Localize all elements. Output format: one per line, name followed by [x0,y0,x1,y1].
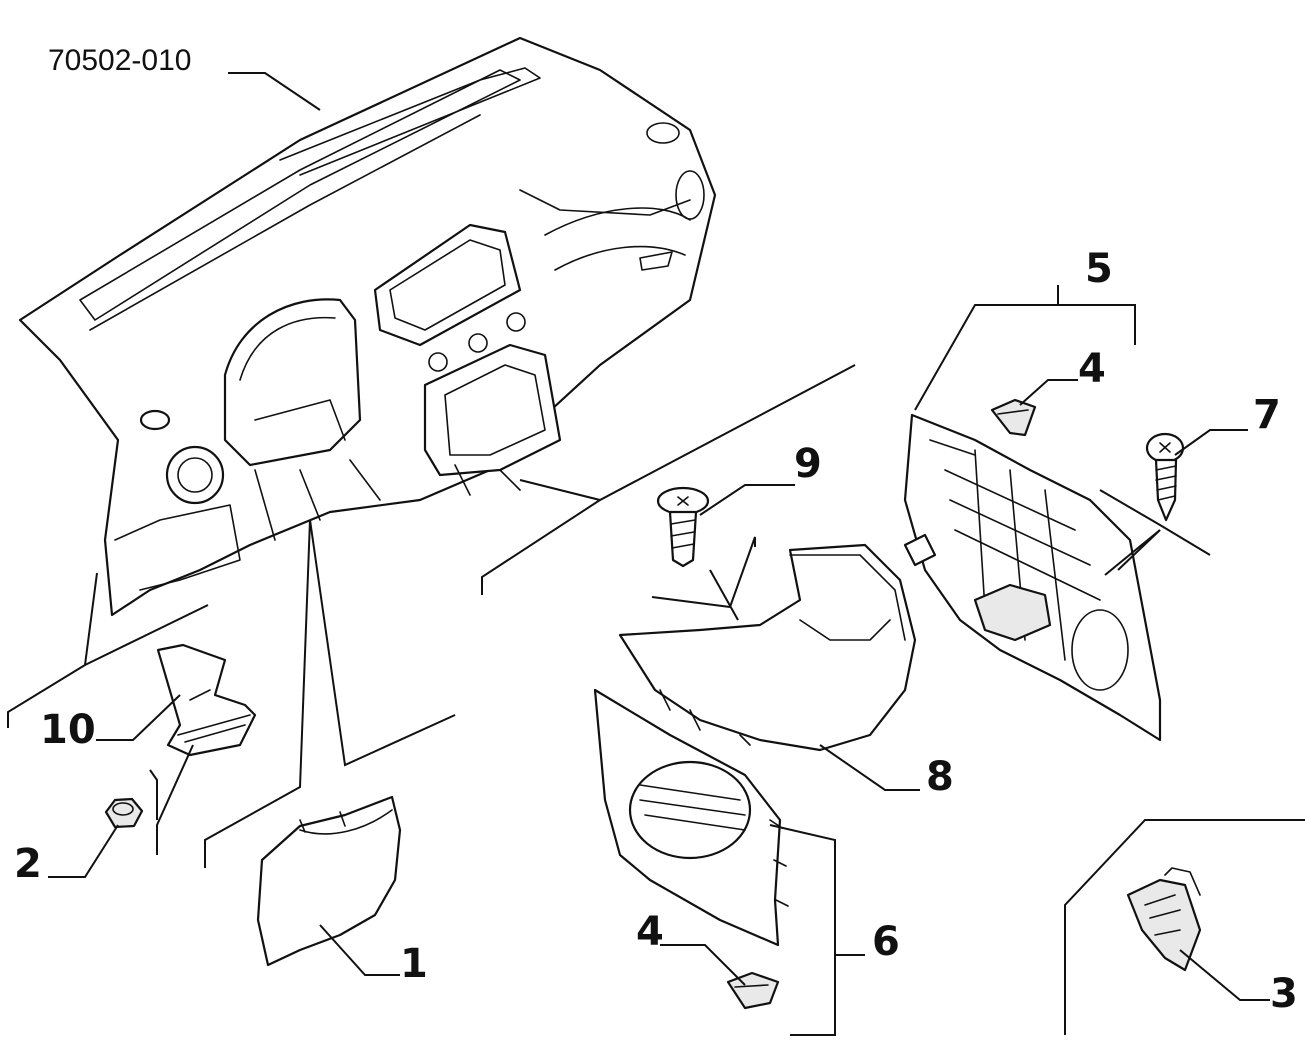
callout-1: 1 [400,941,428,987]
part-8-column-shroud [618,543,917,752]
part-9-screw [656,486,710,568]
callout-2: 2 [14,841,42,887]
callout-5: 5 [1085,246,1113,292]
callout-6: 6 [872,919,900,965]
part-6-lower-trim [593,688,789,947]
part-4-clip-upper [990,398,1037,437]
part-3-clip [1126,867,1202,972]
callout-10: 10 [40,707,96,753]
callout-8: 8 [926,754,954,800]
part-7-screw [1145,432,1185,522]
part-5-side-panel [903,413,1162,742]
callout-9: 9 [794,441,822,487]
reference-code-label: 70502-010 [48,44,191,77]
callout-4-upper: 4 [1078,346,1106,392]
callout-3: 3 [1270,971,1298,1017]
part-4-clip-lower [726,971,780,1010]
part-2-nut [104,797,144,829]
part-1-knee-panel [256,795,402,967]
callout-4-lower: 4 [636,909,664,955]
part-10-bracket [156,643,257,757]
dashboard-assembly [18,36,717,617]
leader-lines [7,72,1305,1036]
callout-labels: 70502-010 1 2 3 4 4 5 6 7 8 9 10 [14,44,1298,1017]
callout-7: 7 [1253,392,1281,438]
